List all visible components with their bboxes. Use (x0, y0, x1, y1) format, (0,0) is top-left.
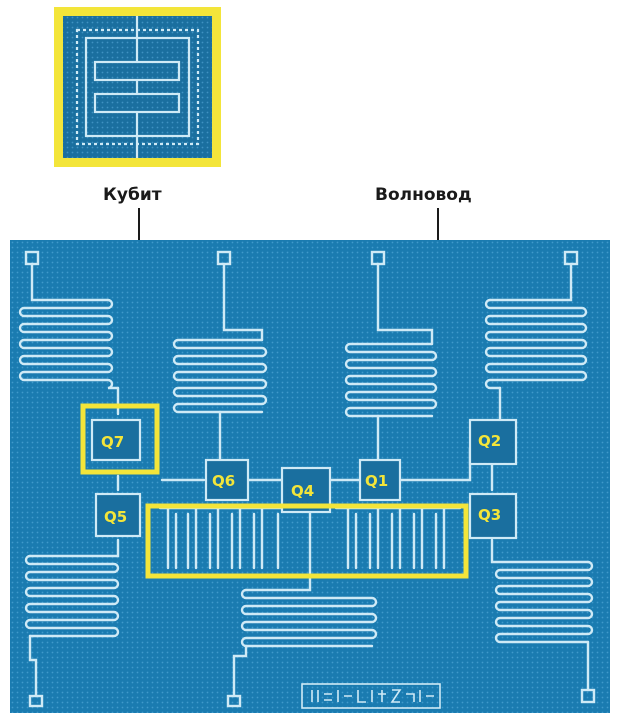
qubit-label-q7: Q7 (101, 433, 124, 451)
qubit-label-q2: Q2 (478, 432, 501, 450)
qubit-label-q1: Q1 (365, 472, 388, 490)
waveguide-highlight-box (145, 503, 469, 579)
qubit-box-q1 (358, 458, 402, 502)
qubit-label-q5: Q5 (104, 508, 127, 526)
qubit-box-q7 (90, 418, 142, 462)
qubit-label-q4: Q4 (291, 482, 314, 500)
qubit-label-q6: Q6 (212, 472, 235, 490)
resonator-traces (18, 250, 596, 708)
qubit-highlight-box (80, 403, 160, 475)
qubit-inset (54, 7, 221, 167)
qubit-box-q6 (204, 458, 250, 502)
qubit-callout-label: Кубит (103, 185, 162, 205)
qubit-box-q5 (94, 492, 142, 538)
qubit-box-q3 (468, 492, 518, 540)
chip: Q7 Q5 Q6 Q4 Q1 Q2 Q3 (10, 240, 610, 713)
qubit-label-q3: Q3 (478, 506, 501, 524)
chip-marking-glyphs (301, 683, 441, 709)
waveguide-callout-label: Волновод (375, 185, 472, 205)
qubit-box-q2 (468, 418, 518, 466)
